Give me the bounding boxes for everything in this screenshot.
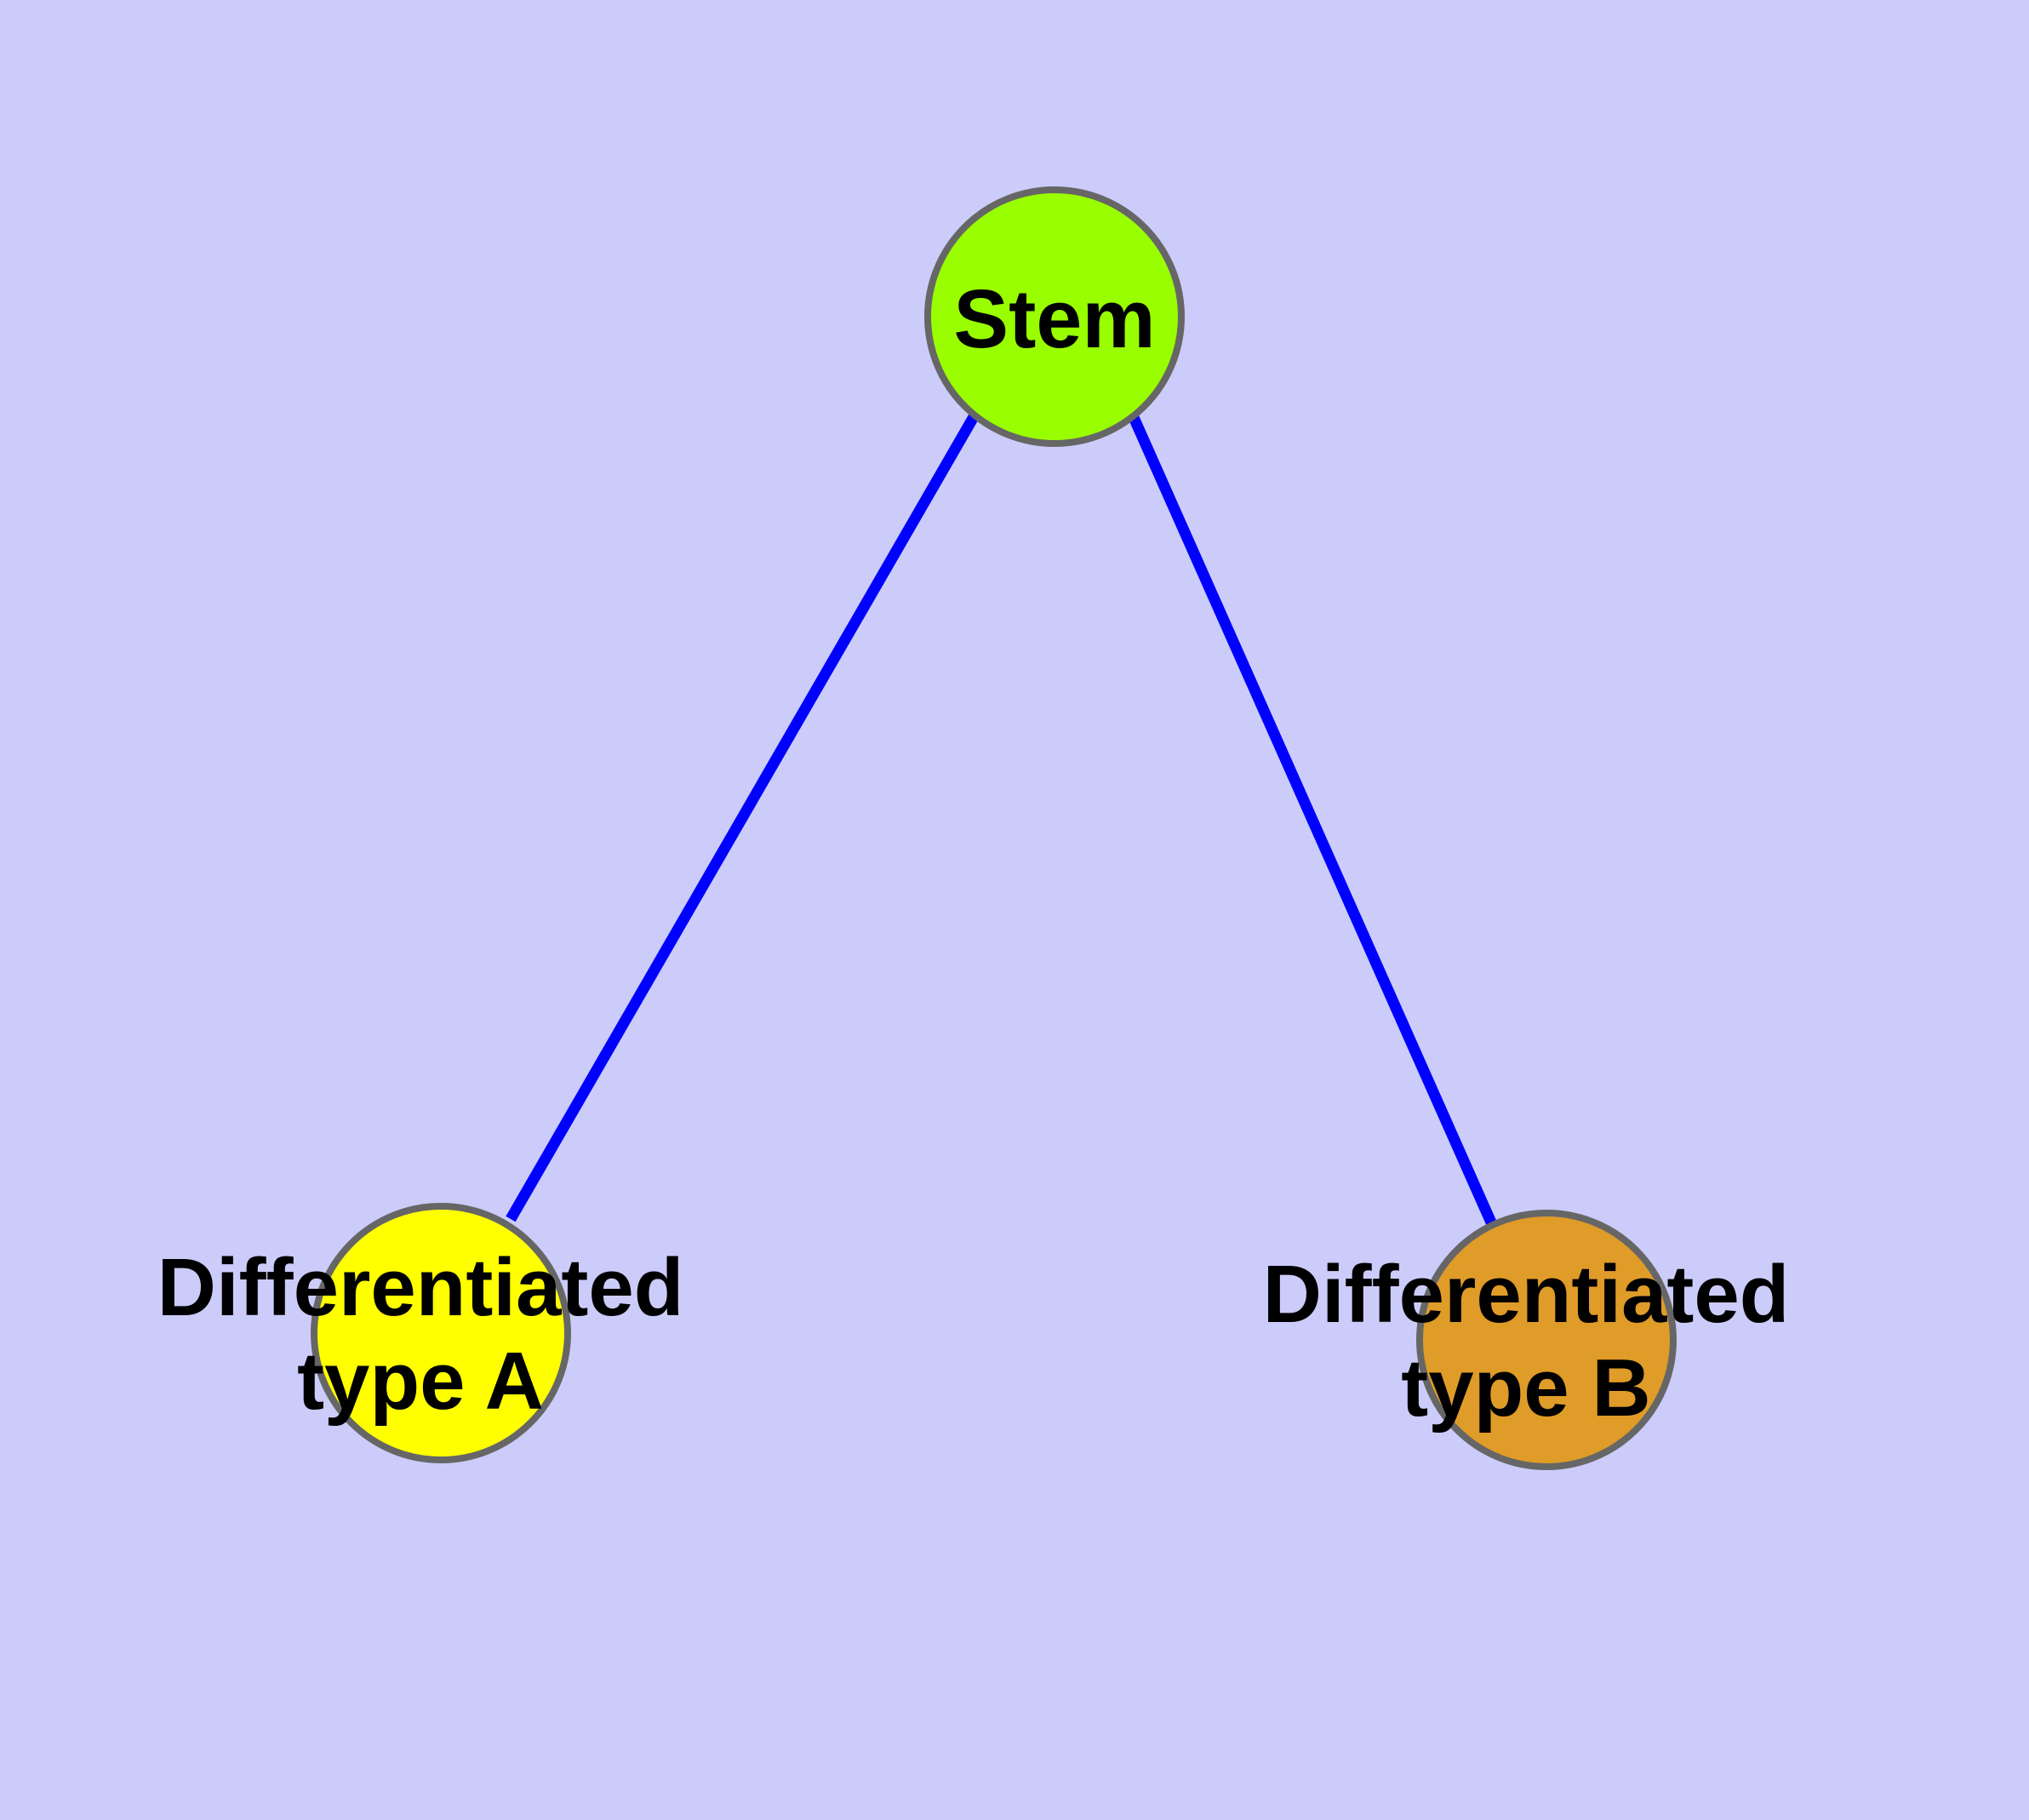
node-differentiated-type-b-label-line1: Differentiated	[1263, 1249, 1790, 1340]
node-differentiated-type-a[interactable]: Differentiated type A	[157, 1203, 684, 1463]
edge-stem-to-differentiated-type-b[interactable]	[1128, 413, 1496, 1225]
node-stem[interactable]: Stem	[924, 186, 1185, 447]
node-differentiated-type-b-circle[interactable]	[1416, 1210, 1677, 1470]
edge-stem-to-differentiated-type-a[interactable]	[506, 412, 980, 1222]
node-differentiated-type-b-label-line2: type B	[1401, 1342, 1650, 1434]
node-stem-label-line1: Stem	[953, 272, 1155, 365]
node-differentiated-type-a-label-line2: type A	[297, 1336, 544, 1427]
node-differentiated-type-a-label-line1: Differentiated	[157, 1242, 684, 1333]
node-stem-circle[interactable]	[924, 186, 1185, 447]
node-differentiated-type-b[interactable]: Differentiated type B	[1263, 1210, 1790, 1470]
node-differentiated-type-a-circle[interactable]	[311, 1203, 571, 1463]
